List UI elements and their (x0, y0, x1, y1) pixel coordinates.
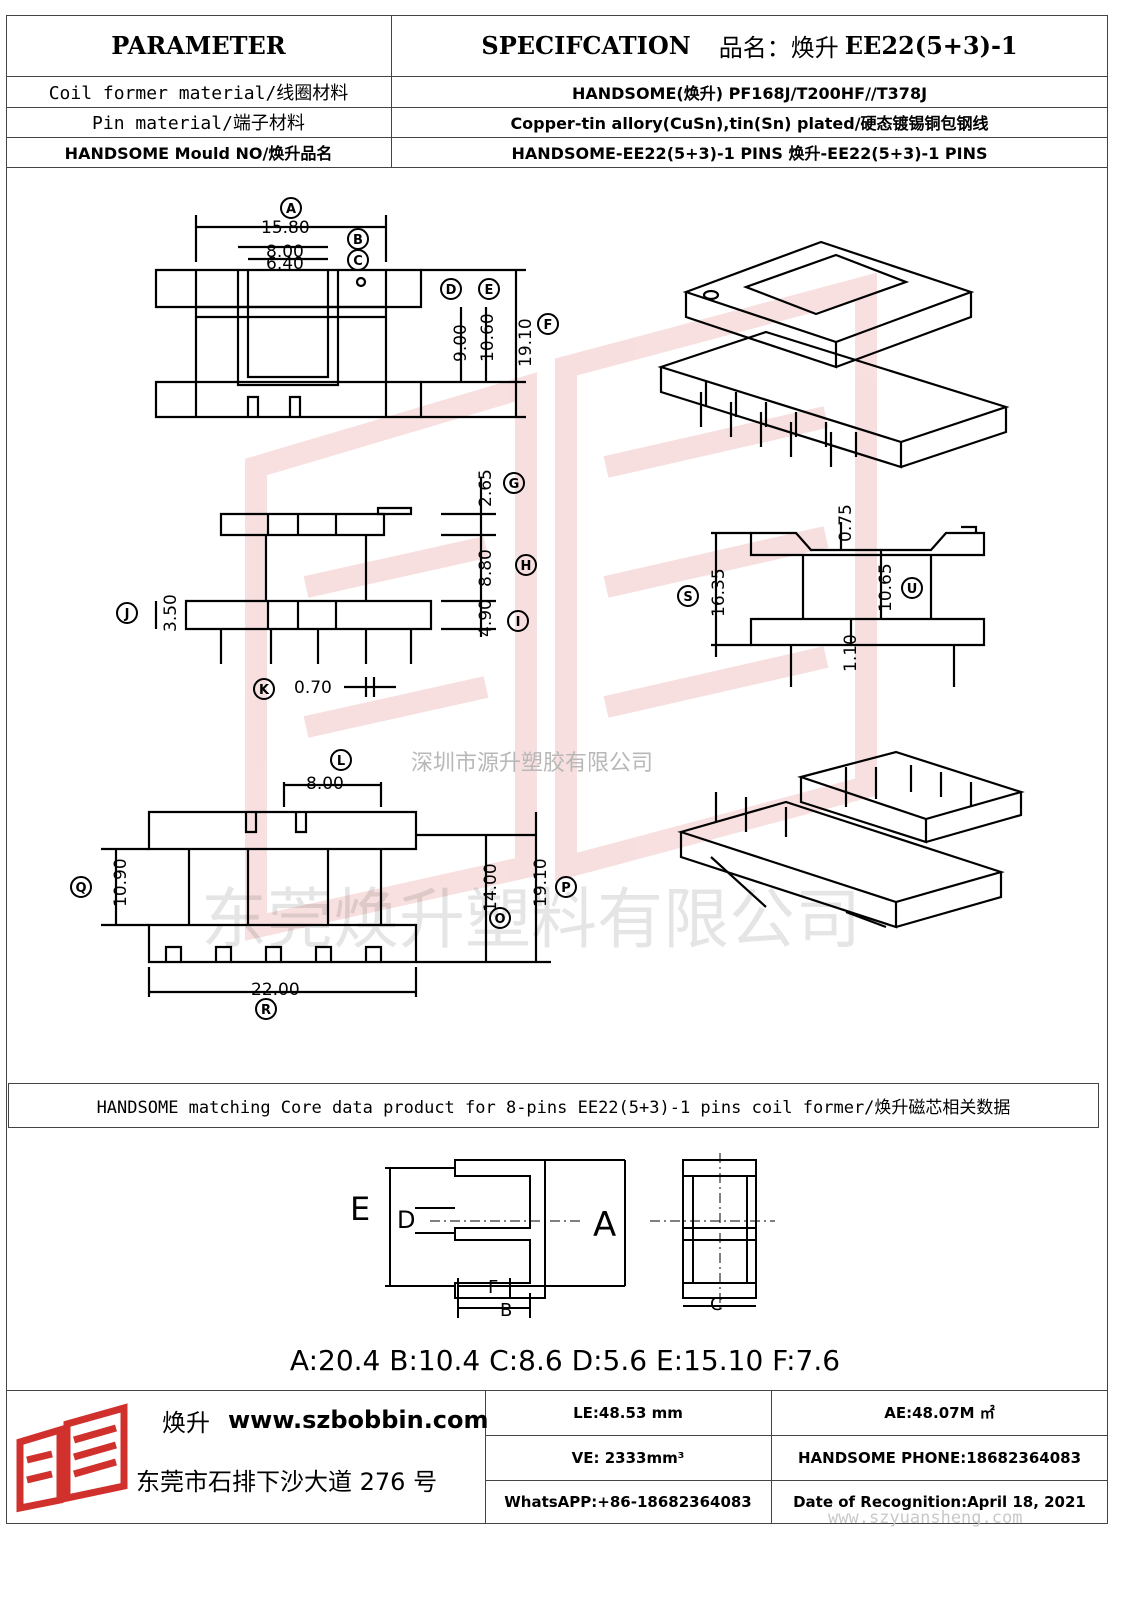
marker-F: F (537, 313, 559, 335)
marker-L: L (330, 749, 352, 771)
core-label-B: B (500, 1300, 512, 1321)
dim-F: 19.10 (516, 318, 536, 367)
parameter-header: PARAMETER (111, 31, 286, 60)
dim-I: 4.90 (476, 599, 496, 637)
marker-B: B (347, 228, 369, 250)
svg-text:R: R (261, 1003, 271, 1018)
marker-P: P (555, 876, 577, 898)
brand-logo (16, 1403, 128, 1513)
svg-text:J: J (124, 607, 130, 622)
footer-date: Date of Recognition:April 18, 2021 (793, 1493, 1086, 1511)
row-value-coil: HANDSOME(焕升) PF168J/T200HF//T378J (571, 83, 928, 103)
technical-drawing: 深圳市源升塑胶有限公司 东莞焕升塑料有限公司 (70, 197, 1025, 1020)
core-label-D: D (397, 1206, 415, 1234)
footer-address: 东莞市石排下沙大道 276 号 (136, 1467, 438, 1496)
svg-text:U: U (907, 582, 918, 597)
footer-brand: 焕升 (162, 1408, 210, 1437)
front-view (154, 477, 496, 697)
page-frame (6, 15, 1108, 1524)
dim-B: 8.00 (266, 242, 304, 262)
marker-G: G (503, 472, 525, 494)
marker-S: S (677, 585, 699, 607)
svg-text:O: O (494, 912, 505, 927)
svg-text:K: K (259, 683, 270, 698)
core-diagram: E D A F B C (350, 1153, 775, 1321)
dim-G: 2.65 (476, 469, 496, 507)
iso-view-top (657, 240, 1010, 469)
specification-header: SPECIFCATION 品名：焕升 EE22(5+3)-1 (391, 15, 1108, 76)
dim-D: 9.00 (451, 324, 471, 362)
dim-J: 3.50 (161, 594, 181, 632)
marker-Q: Q (70, 876, 92, 898)
dim-R: 22.00 (251, 980, 300, 1000)
side-view (711, 522, 986, 687)
dim-O: 14.00 (481, 863, 501, 912)
core-caption: HANDSOME matching Core data product for … (96, 1098, 1011, 1118)
product-name-label: 品名：焕升 (718, 34, 839, 62)
marker-H: H (515, 554, 537, 576)
svg-text:B: B (353, 233, 363, 248)
svg-text:E: E (485, 283, 494, 298)
marker-K: K (253, 678, 275, 700)
marker-O: O (489, 907, 511, 929)
svg-text:L: L (337, 754, 345, 769)
svg-text:Q: Q (75, 881, 86, 896)
footer-brand-line: 焕升 www.szbobbin.com (162, 1402, 489, 1438)
footer-le: LE:48.53 mm (573, 1403, 683, 1422)
core-label-A: A (593, 1205, 616, 1245)
dim-C: 6.40 (266, 254, 304, 274)
footer-phone: HANDSOME PHONE:18682364083 (797, 1448, 1082, 1467)
svg-text:A: A (286, 202, 296, 217)
dim-T: 0.75 (836, 504, 856, 542)
row-label-mould: HANDSOME Mould NO/焕升品名 (64, 144, 333, 163)
core-values: A:20.4 B:10.4 C:8.6 D:5.6 E:15.10 F:7.6 (289, 1343, 841, 1377)
dim-P: 19.10 (531, 858, 551, 907)
svg-text:H: H (521, 559, 532, 574)
dim-S: 16.35 (709, 568, 729, 617)
core-caption-box (8, 1083, 1099, 1128)
dim-V: 1.10 (841, 634, 861, 672)
marker-J: J (116, 602, 138, 624)
marker-E: E (478, 278, 500, 300)
watermark-url: www.szyuansheng.com (828, 1508, 1023, 1528)
dim-A: 15.80 (261, 218, 310, 238)
footer-ae: AE:48.07M ㎡ (884, 1404, 995, 1422)
dim-H: 8.80 (476, 549, 496, 587)
row-label-coil: Coil former material/线圈材料 (48, 82, 349, 104)
core-label-F: F (488, 1277, 498, 1298)
core-label-C: C (710, 1294, 723, 1315)
marker-U: U (901, 577, 923, 599)
bottom-view (101, 782, 551, 997)
svg-text:P: P (561, 881, 571, 896)
footer-website[interactable]: www.szbobbin.com (228, 1406, 489, 1434)
marker-D: D (440, 278, 462, 300)
marker-A: A (280, 197, 302, 219)
product-model: EE22(5+3)-1 (844, 31, 1018, 60)
dim-L: 8.00 (306, 774, 344, 794)
watermark-cn: 深圳市源升塑胶有限公司 (411, 751, 653, 776)
dim-K: 0.70 (294, 678, 332, 698)
row-label-pin: Pin material/端子材料 (92, 113, 305, 134)
svg-text:D: D (446, 283, 457, 298)
marker-C: C (347, 249, 369, 271)
core-label-E: E (350, 1190, 370, 1228)
row-value-mould: HANDSOME-EE22(5+3)-1 PINS 焕升-EE22(5+3)-1… (511, 144, 988, 163)
dim-E: 10.60 (478, 313, 498, 362)
footer-whatsapp: WhatsAPP:+86-18682364083 (504, 1493, 752, 1511)
footer-ve: VE: 2333mm³ (571, 1448, 685, 1467)
watermark-logo (245, 272, 877, 941)
svg-text:I: I (516, 615, 521, 630)
marker-R: R (255, 998, 277, 1020)
row-value-pin: Copper-tin allory(CuSn),tin(Sn) plated/硬… (510, 114, 989, 133)
dim-Q: 10.90 (111, 858, 131, 907)
dim-U: 10.65 (876, 563, 896, 612)
top-view (154, 215, 526, 419)
spec-label: SPECIFCATION (481, 31, 691, 60)
svg-text:C: C (353, 254, 363, 269)
svg-text:S: S (683, 590, 692, 605)
marker-I: I (507, 610, 529, 632)
svg-text:F: F (544, 318, 553, 333)
iso-view-bottom (677, 750, 1025, 929)
svg-text:G: G (509, 477, 520, 492)
